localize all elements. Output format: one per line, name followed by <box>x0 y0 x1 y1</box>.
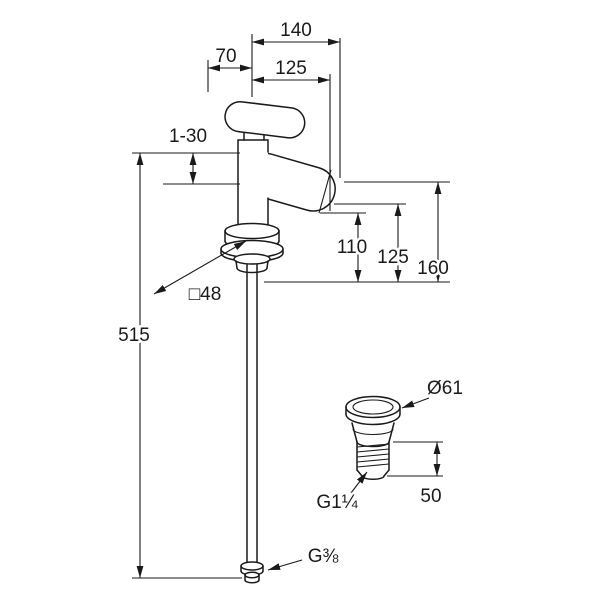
dim-label-125-top: 125 <box>275 58 307 79</box>
dim-heights-right: 110 125 160 <box>264 181 451 283</box>
drain-thread-section <box>356 441 390 481</box>
dim-label-1-30: 1-30 <box>169 126 207 147</box>
dim-outlet-reach: 125 <box>251 56 331 211</box>
dim-label-515: 515 <box>118 325 150 346</box>
body-column <box>238 140 268 230</box>
dim-waste-thread: G1¼ <box>314 471 368 516</box>
dim-spout-reach: 140 <box>251 18 341 178</box>
dim-label-sq48: □48 <box>189 284 222 305</box>
dim-handle-projection: 70 <box>207 44 253 92</box>
dim-label-g38: G⅜ <box>308 546 339 567</box>
dim-adjustment-range: 1-30 <box>132 124 240 185</box>
dim-waste-diameter: Ø61 <box>401 376 465 409</box>
dim-label-125-right: 125 <box>377 247 409 268</box>
base-flange <box>220 222 284 274</box>
dim-base-square: □48 <box>153 240 247 308</box>
aerator-line <box>318 169 332 214</box>
dim-label-160: 160 <box>417 258 449 279</box>
dim-label-50: 50 <box>420 486 441 507</box>
lever-handle <box>224 100 306 139</box>
dim-label-d61: Ø61 <box>427 378 463 399</box>
dim-label-70: 70 <box>215 46 236 67</box>
dim-supply-thread: G⅜ <box>267 544 341 571</box>
dim-overall-height: 515 <box>116 152 242 579</box>
dim-waste-height: 50 <box>387 441 444 510</box>
dim-label-140: 140 <box>280 20 312 41</box>
supply-fitting <box>240 561 264 584</box>
drain-assembly <box>345 395 401 481</box>
dim-label-110: 110 <box>337 237 367 258</box>
dim-label-g114: G1¼ <box>316 492 358 513</box>
